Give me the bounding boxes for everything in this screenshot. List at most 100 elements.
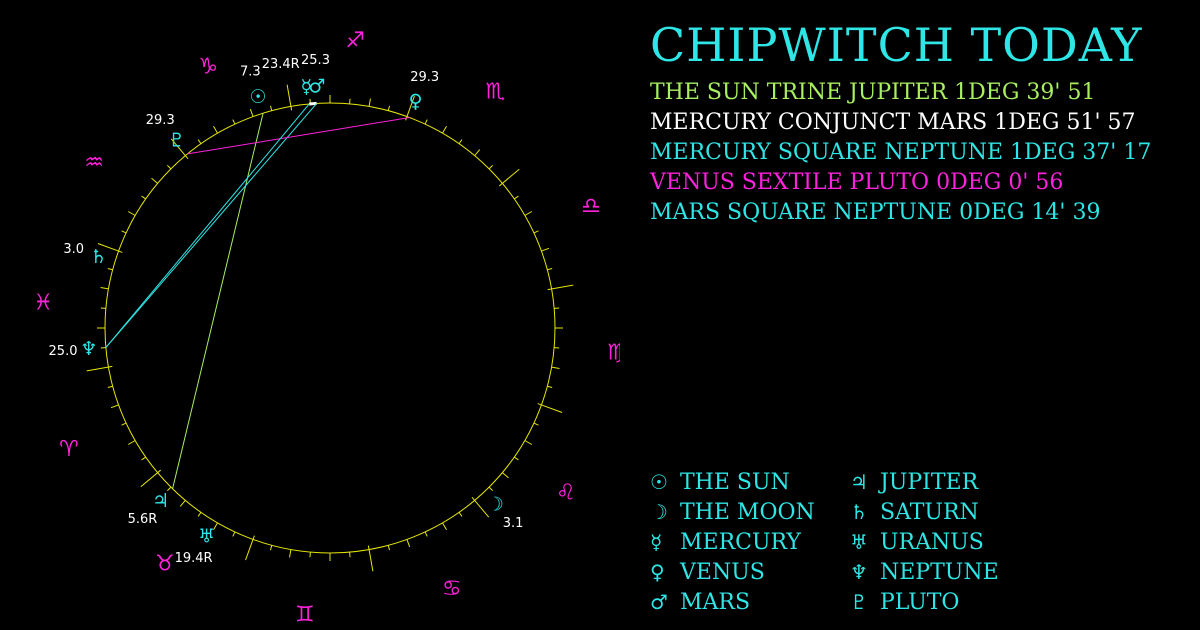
aspect-line-sun-jupiter [172,113,264,489]
wheel-tick [387,545,391,551]
legend-item-mercury: ☿MERCURY [650,527,801,557]
wheel-tick [110,404,119,409]
libra-sign-icon: ♎ [581,194,601,219]
legend-item-moon: ☽THE MOON [650,497,815,527]
wheel-tick [406,539,411,548]
wheel-tick [141,195,146,200]
virgo-sign-icon: ♍ [607,341,620,366]
pluto-icon: ♇ [850,590,868,614]
natal-chart-wheel: ♈♉♊♋♌♍♎♏♐♑♒♓ ☉7.3☽3.1☿23.4R♀29.3♂25.3♃5.… [33,29,620,628]
legend-label: THE MOON [680,500,815,525]
planet-markers: ☉7.3☽3.1☿23.4R♀29.3♂25.3♃5.6R♄3.0♅19.4R♆… [49,53,524,566]
page-title: CHIPWITCH TODAY [650,18,1143,72]
aquarius-sign-icon: ♒ [84,150,104,175]
zodiac-signs: ♈♉♊♋♌♍♎♏♐♑♒♓ [33,29,620,628]
venus-icon: ♀ [650,560,665,584]
legend-label: URANUS [880,530,984,555]
wheel-tick [547,267,553,271]
venus-icon: ♀ [409,91,423,113]
wheel-tick [368,98,371,107]
legend-label: VENUS [680,560,765,585]
legend-item-mars: ♂MARS [650,587,750,617]
mercury-icon: ☿ [650,530,663,554]
wheel-tick [533,230,539,234]
wheel-tick [488,165,493,170]
sun-icon: ☉ [650,470,668,494]
aspect-line-mars-neptune [105,103,310,348]
saturn-icon: ♄ [850,500,868,524]
neptune-degree-label: 25.0 [49,344,78,359]
capricorn-sign-icon: ♑ [198,54,218,79]
wheel-tick [541,247,550,252]
saturn-icon: ♄ [90,246,107,268]
wheel-tick [121,422,127,426]
aspect-item: THE SUN TRINE JUPITER 1DEG 39' 51 [650,80,1096,105]
aspect-lines [105,101,410,489]
uranus-icon: ♅ [198,525,215,547]
wheel-tick [524,211,533,216]
legend-label: THE SUN [680,470,790,495]
aspect-item: VENUS SEXTILE PLUTO 0DEG 0' 56 [650,170,1064,195]
wheel-tick [179,500,186,507]
wheel-tick [167,486,172,491]
pluto-degree-label: 29.3 [146,113,175,128]
legend-label: MARS [680,590,751,615]
mercury-icon: ☿ [301,76,313,98]
wheel-circle [104,102,556,554]
wheel-tick [100,287,109,290]
wheel-tick [232,119,236,125]
wheel-tick [551,366,560,369]
wheel-tick [213,522,218,531]
wheel-tick [121,230,127,234]
legend-label: NEPTUNE [880,560,999,585]
wheel-tick [424,531,428,537]
wheel-tick [547,385,553,389]
legend-label: SATURN [880,500,979,525]
legend-label: PLUTO [880,590,960,615]
wheel-tick [197,139,202,144]
pluto-icon: ♇ [168,130,185,152]
legend-item-saturn: ♄ SATURN [850,497,979,527]
wheel-tick [424,119,428,125]
mercury-degree-label: 23.4R [262,57,300,72]
gemini-sign-icon: ♊ [295,602,315,627]
wheel-tick [458,512,463,517]
sun-degree-label: 7.3 [240,65,261,80]
wheel-tick [151,177,158,184]
jupiter-degree-label: 5.6R [128,512,158,527]
wheel-tick [107,267,113,271]
wheel-tick [167,165,172,170]
wheel-tick [141,456,146,461]
wheel-tick [249,108,254,117]
legend-item-sun: ☉ THE SUN [650,467,790,497]
aspect-item: MARS SQUARE NEPTUNE 0DEG 14' 39 [650,200,1101,225]
uranus-icon: ♅ [850,530,868,554]
wheel-tick [197,512,202,517]
cancer-sign-icon: ♋ [442,577,462,602]
legend-label: JUPITER [880,470,979,495]
moon-icon: ☽ [487,494,504,516]
wheel-tick [232,531,236,537]
aspect-list: THE SUN TRINE JUPITER 1DEG 39' 51 MERCUR… [650,78,1151,228]
saturn-degree-label: 3.0 [63,242,84,257]
wheel-tick [289,549,292,558]
wheel-tick [488,486,493,491]
pisces-sign-icon: ♓ [33,290,53,315]
legend-item-venus: ♀ VENUS [650,557,765,587]
wheel-tick [269,545,273,551]
wheel-tick [387,105,391,111]
wheel-tick [442,125,447,134]
venus-degree-label: 29.3 [410,70,439,85]
jupiter-icon: ♃ [152,490,169,512]
aspect-line-mercury-neptune [105,103,318,348]
legend-item-uranus: ♅ URANUS [850,527,984,557]
mars-icon: ♂ [308,75,325,97]
neptune-icon: ♆ [80,338,97,360]
aspect-line-venus-pluto [187,117,410,155]
leo-sign-icon: ♌ [556,481,576,506]
wheel-tick [442,522,447,531]
jupiter-icon: ♃ [850,470,868,494]
neptune-icon: ♆ [850,560,868,584]
sagittarius-sign-icon: ♐ [345,29,365,54]
aries-sign-icon: ♈ [59,437,79,462]
